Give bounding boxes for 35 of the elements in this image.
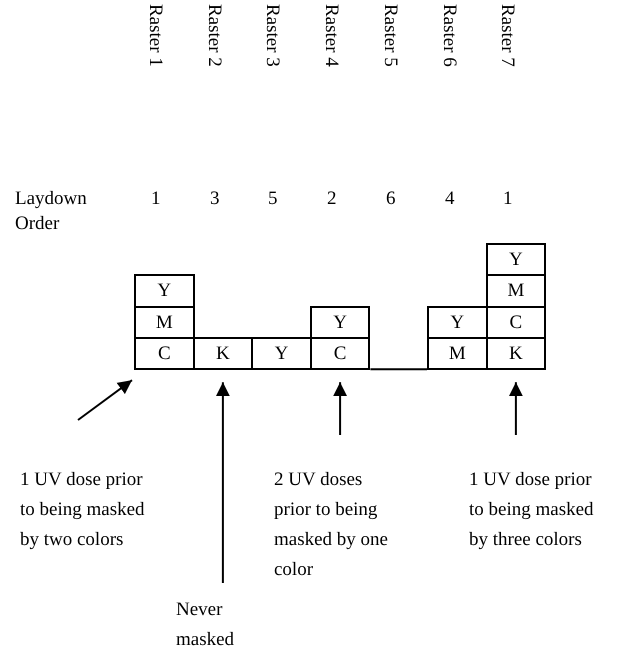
laydown-number: 5 [268, 187, 278, 211]
arrow [333, 382, 348, 435]
annotation-text: 2 UV doses prior to being masked by one color [274, 465, 402, 585]
raster-label: Raster 3 [262, 4, 282, 67]
raster-label: Raster 6 [439, 4, 459, 67]
color-layer-cell: Y [134, 274, 195, 308]
arrow [508, 382, 523, 435]
color-layer-cell: M [427, 336, 488, 370]
color-layer-cell: C [310, 336, 370, 370]
annotation-text: 1 UV dose prior to being masked by three colors [469, 465, 597, 555]
laydown-number: 6 [386, 187, 396, 211]
color-layer-cell: K [486, 336, 546, 370]
color-layer-cell: Y [251, 336, 312, 370]
annotation-text: 1 UV dose prior to being masked by two colors [20, 465, 148, 555]
raster-label: Raster 1 [145, 4, 165, 67]
raster-label: Raster 7 [497, 4, 517, 67]
laydown-number: 2 [327, 187, 336, 211]
annotation-text: Never masked [176, 595, 266, 655]
raster-label: Raster 2 [204, 4, 224, 67]
laydown-number: 4 [445, 187, 454, 211]
arrow [216, 382, 230, 583]
color-layer-cell: Y [486, 243, 546, 276]
color-layer-cell: Y [310, 306, 370, 339]
laydown-number: 1 [151, 187, 160, 211]
laydown-number: 3 [210, 187, 220, 211]
raster-label: Raster 4 [321, 4, 341, 67]
color-layer-cell: M [486, 274, 546, 308]
raster-label: Raster 5 [380, 4, 400, 67]
color-layer-cell: Y [427, 306, 488, 339]
color-layer-cell: M [134, 306, 195, 339]
color-layer-cell: C [134, 336, 195, 370]
laydown-number: 1 [503, 187, 512, 211]
color-layer-cell: K [192, 336, 254, 370]
arrow [77, 379, 133, 421]
row-label: Laydown Order [15, 187, 88, 236]
